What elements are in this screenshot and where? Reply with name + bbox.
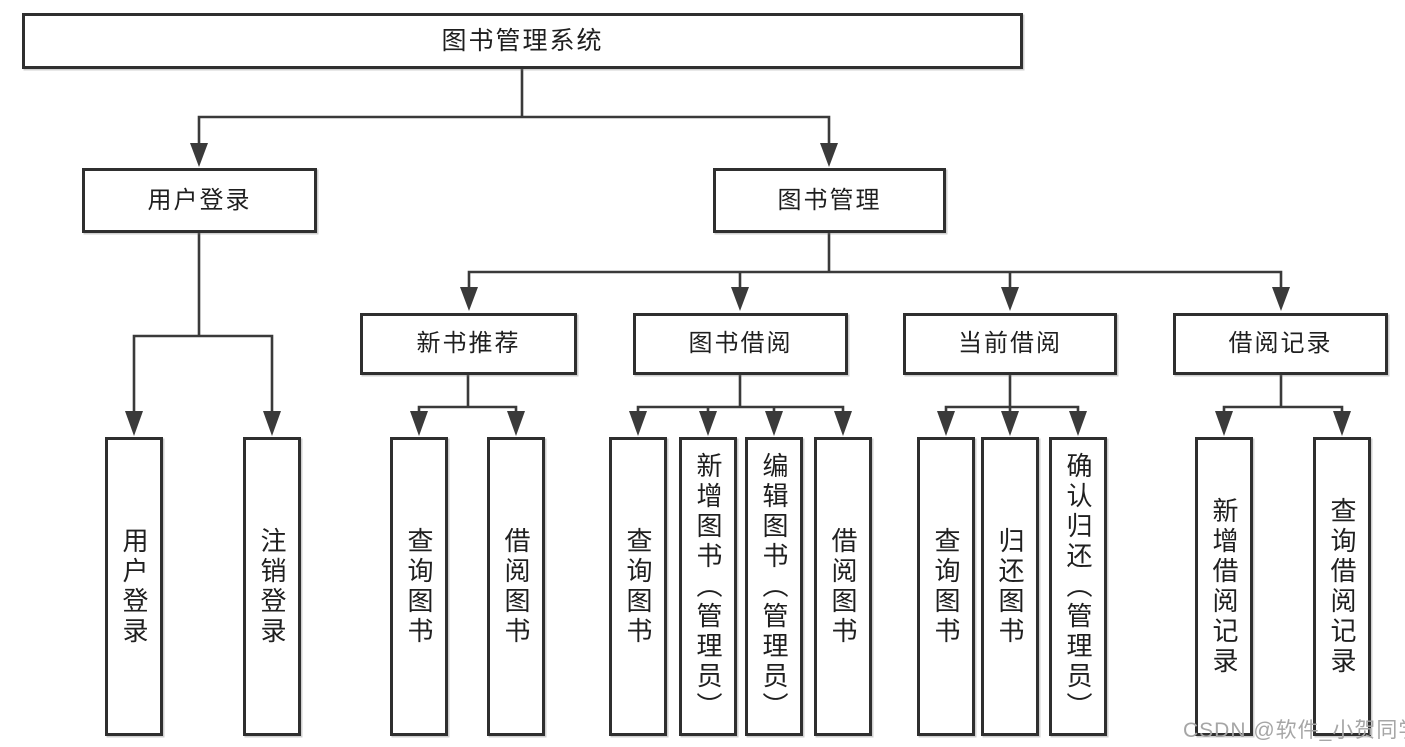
node-user-login: 用户登录 (82, 168, 317, 233)
leaf-borrow-books-borrowing: 借阅图书 (814, 437, 872, 736)
leaf-confirm-return-admin: 确认归还（管理员） (1049, 437, 1107, 736)
node-new-book-recommendation: 新书推荐 (360, 313, 577, 375)
node-borrowing-records: 借阅记录 (1173, 313, 1388, 375)
leaf-return-books: 归还图书 (981, 437, 1039, 736)
leaf-add-borrow-record: 新增借阅记录 (1195, 437, 1253, 736)
node-library-management-system: 图书管理系统 (22, 13, 1023, 69)
leaf-user-login: 用户登录 (105, 437, 163, 736)
leaf-query-books-recommend: 查询图书 (390, 437, 448, 736)
node-book-management: 图书管理 (713, 168, 946, 233)
leaf-borrow-books-recommend: 借阅图书 (487, 437, 545, 736)
watermark: CSDN @软件_小贺同学 (1183, 719, 1405, 742)
leaf-query-borrow-record: 查询借阅记录 (1313, 437, 1371, 736)
node-current-borrowing: 当前借阅 (903, 313, 1117, 375)
leaf-query-books-borrowing: 查询图书 (609, 437, 667, 736)
leaf-query-books-current: 查询图书 (917, 437, 975, 736)
leaf-edit-books-admin: 编辑图书（管理员） (745, 437, 803, 736)
node-book-borrowing: 图书借阅 (633, 313, 848, 375)
leaf-logout: 注销登录 (243, 437, 301, 736)
leaf-add-books-admin: 新增图书（管理员） (679, 437, 737, 736)
